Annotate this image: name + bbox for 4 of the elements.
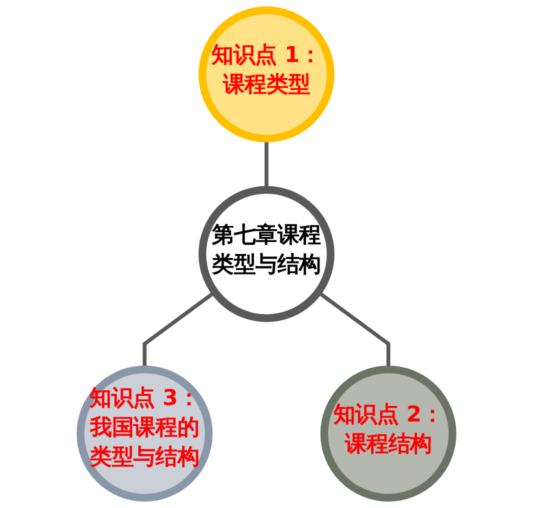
node-circle: 知识点 1：课程类型 (198, 6, 334, 142)
node-circle: 知识点 2：课程结构 (320, 366, 456, 502)
node-circle: 第七章课程类型与结构 (198, 186, 334, 322)
node-circle: 知识点 3：我国课程的类型与结构 (76, 366, 213, 502)
